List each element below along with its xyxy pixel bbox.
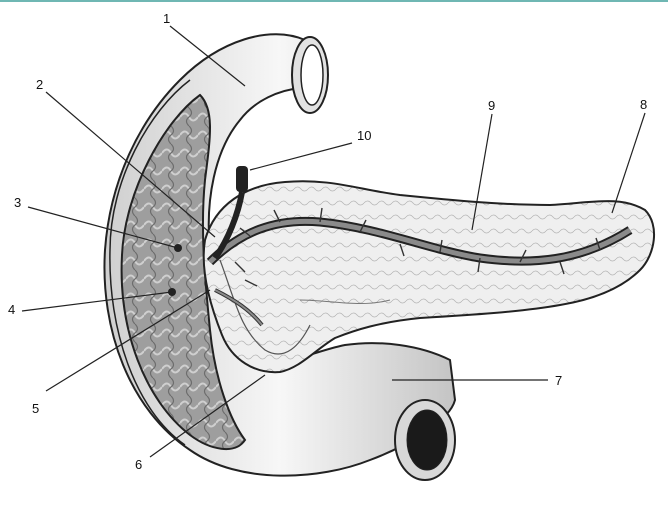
- label-7: 7: [555, 373, 563, 388]
- label-3: 3: [14, 195, 22, 210]
- top-border-line: [0, 0, 668, 2]
- pancreatic-duct: [206, 166, 633, 327]
- label-10: 10: [357, 128, 372, 143]
- pancreas: [202, 180, 656, 374]
- label-4: 4: [8, 302, 16, 317]
- label-5: 5: [32, 401, 40, 416]
- duodenum: [103, 33, 457, 481]
- label-9: 9: [488, 98, 496, 113]
- label-6: 6: [135, 457, 143, 472]
- leader-lines: [21, 25, 646, 458]
- label-8: 8: [640, 97, 648, 112]
- label-2: 2: [36, 77, 44, 92]
- label-1: 1: [163, 11, 171, 26]
